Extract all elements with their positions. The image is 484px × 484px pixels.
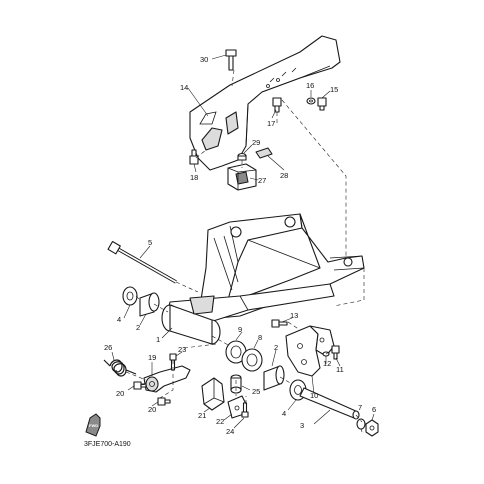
callout-23: 23 [178, 345, 186, 354]
callout-21: 21 [198, 411, 206, 420]
callout-22: 22 [216, 417, 224, 426]
bolt-20-upper[interactable] [133, 381, 147, 390]
bushing-9[interactable] [225, 340, 247, 364]
bolt-13[interactable] [271, 319, 288, 328]
callout-19: 19 [148, 353, 156, 362]
callout-13: 13 [290, 311, 298, 320]
bolt-20-lower[interactable] [157, 397, 171, 406]
callout-16: 16 [306, 81, 314, 90]
callout-24: 24 [226, 427, 234, 436]
callout-2-right: 2 [274, 343, 278, 352]
swingarm[interactable] [161, 213, 365, 345]
callout-6: 6 [372, 405, 376, 414]
bracket-21[interactable] [201, 377, 225, 411]
callout-11: 11 [336, 365, 344, 374]
nut-6[interactable] [365, 419, 379, 437]
bearing-4-left[interactable] [122, 286, 138, 306]
bracket-10[interactable] [285, 325, 335, 377]
damper-27[interactable] [227, 163, 257, 191]
callout-12: 12 [323, 359, 331, 368]
chain-guard[interactable] [189, 35, 341, 171]
pivot-shaft-5[interactable] [107, 240, 177, 284]
bushing-8[interactable] [241, 348, 263, 372]
callout-2-left: 2 [136, 323, 140, 332]
callout-28: 28 [280, 171, 288, 180]
bolt-15[interactable] [317, 97, 327, 111]
collar-29[interactable] [237, 152, 247, 161]
bolt-17[interactable] [272, 97, 282, 113]
callout-15: 15 [330, 85, 338, 94]
collar-2-right[interactable] [263, 365, 285, 391]
svg-text:FWD: FWD [89, 423, 98, 428]
callout-labels: 30 14 16 15 17 18 29 27 28 5 4 2 1 9 8 2… [104, 55, 376, 436]
washer-16[interactable] [306, 97, 316, 105]
callout-26: 26 [104, 343, 112, 352]
callout-14: 14 [180, 83, 188, 92]
fwd-arrow-icon: FWD [85, 413, 101, 437]
callout-9: 9 [238, 325, 242, 334]
callout-25: 25 [252, 387, 260, 396]
callout-4-right: 4 [282, 409, 286, 418]
callout-27: 27 [258, 176, 266, 185]
callout-10: 10 [310, 391, 318, 400]
callout-30: 30 [200, 55, 208, 64]
bolt-11[interactable] [331, 345, 340, 360]
side-stand-19[interactable] [143, 365, 191, 393]
bolt-30[interactable] [225, 49, 237, 71]
shaft-3[interactable] [299, 387, 360, 420]
collar-2-left[interactable] [139, 292, 160, 317]
bolt-24[interactable] [241, 402, 249, 418]
callout-1: 1 [156, 335, 160, 344]
callout-7: 7 [358, 403, 362, 412]
callout-5: 5 [148, 238, 152, 247]
spring-26[interactable] [103, 359, 137, 377]
callout-3: 3 [300, 421, 304, 430]
callout-17: 17 [267, 119, 275, 128]
diagram-code: 3FJE700-A190 [84, 441, 131, 448]
callout-8: 8 [258, 333, 262, 342]
clip-28[interactable] [255, 147, 273, 159]
callout-29: 29 [252, 138, 260, 147]
assembly-lines [125, 69, 365, 423]
callout-4-left: 4 [117, 315, 121, 324]
callout-18: 18 [190, 173, 198, 182]
leader-lines [111, 54, 375, 433]
callout-20-upper: 20 [116, 389, 124, 398]
callout-20-lower: 20 [148, 405, 156, 414]
